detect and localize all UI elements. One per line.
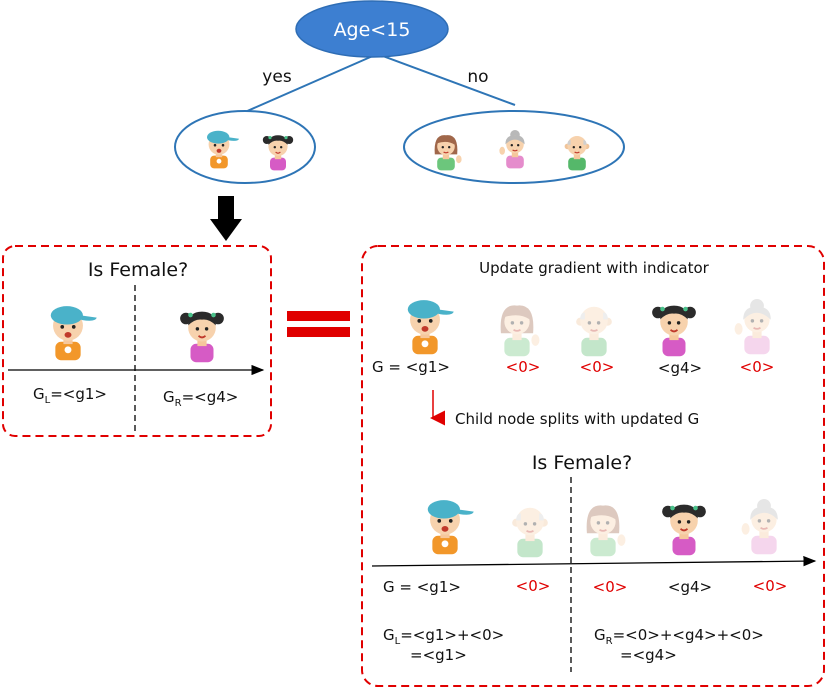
boy-icon xyxy=(407,300,454,355)
g-row1-v2: <0> xyxy=(506,358,541,376)
boy-icon xyxy=(427,500,474,555)
girl-icon xyxy=(651,304,697,358)
g-row1-v3: <0> xyxy=(580,358,615,376)
g-row2-v3: <0> xyxy=(593,578,628,596)
woman-icon xyxy=(499,304,541,358)
update-gradient-header: Update gradient with indicator xyxy=(479,259,709,277)
down-arrow-icon xyxy=(210,196,242,241)
g-row1-label: G = <g1> xyxy=(372,358,450,376)
root-node xyxy=(295,0,449,58)
right-split-title: Is Female? xyxy=(532,452,632,474)
girl-icon xyxy=(661,503,707,557)
grandpa-icon xyxy=(511,506,549,559)
right-split-box xyxy=(361,245,825,687)
woman-icon xyxy=(585,504,627,558)
grandpa-icon xyxy=(575,305,613,358)
left-gl-formula: GL=<g1> xyxy=(33,385,107,406)
g-row1-v5: <0> xyxy=(740,358,775,376)
grandma-icon xyxy=(740,498,779,556)
child-split-text: Child node splits with updated G xyxy=(455,410,699,428)
g-row2-v5: <0> xyxy=(753,577,788,595)
right-split-axis xyxy=(371,555,817,567)
girl-icon xyxy=(179,310,225,364)
g-row1-v4: <g4> xyxy=(658,359,702,377)
right-gl-result: =<g1> xyxy=(410,646,467,664)
edge-yes-label: yes xyxy=(262,67,292,87)
left-split-title: Is Female? xyxy=(88,259,188,281)
g-row2-v4: <g4> xyxy=(668,578,712,596)
right-gr-formula: GR=<0>+<g4>+<0> xyxy=(594,626,764,647)
g-row2-v2: <0> xyxy=(516,577,551,595)
root-label: Age<15 xyxy=(334,19,411,41)
boy-icon xyxy=(50,306,97,361)
right-gl-formula: GL=<g1>+<0> xyxy=(383,626,504,647)
edge-no-label: no xyxy=(467,67,488,87)
edge-no-line xyxy=(379,54,516,106)
left-child-node xyxy=(174,110,316,184)
g-row2-label: G = <g1> xyxy=(383,578,461,596)
equals-sign xyxy=(287,311,350,337)
left-gr-formula: GR=<g4> xyxy=(163,388,238,409)
grandma-icon xyxy=(733,298,772,356)
right-gr-result: =<g4> xyxy=(620,646,677,664)
left-split-box xyxy=(2,245,272,437)
edge-yes-line xyxy=(244,54,376,113)
